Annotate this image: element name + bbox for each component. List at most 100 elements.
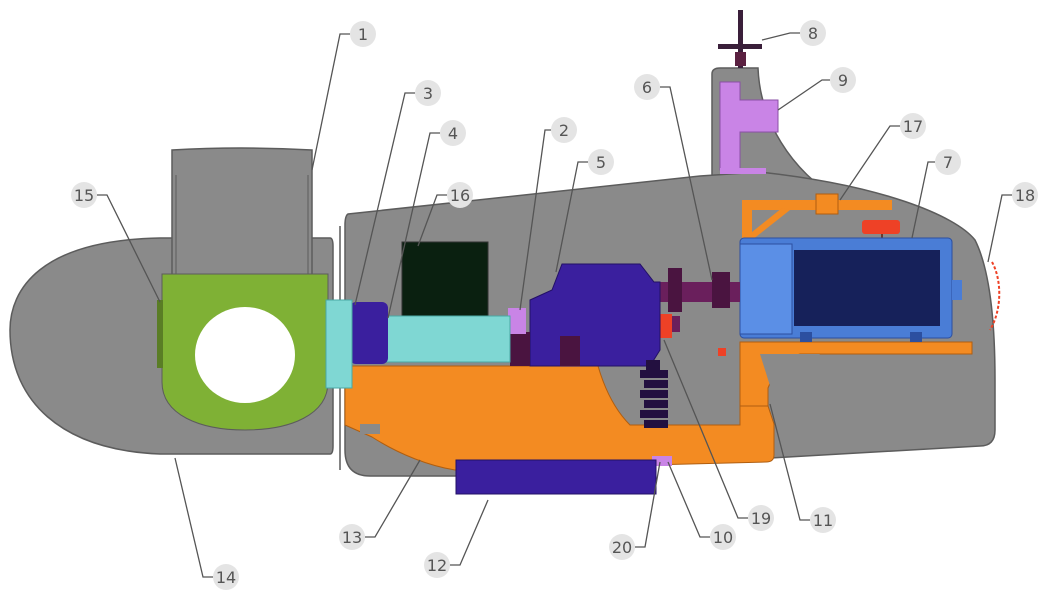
callout-circle [213,564,239,590]
callout-17: 17 [900,113,926,139]
tower-flange [455,459,657,495]
leader-9 [777,79,830,111]
leader-2 [519,129,551,311]
low-speed-shaft [379,315,511,363]
callout-circle [900,113,926,139]
callout-18: 18 [1012,182,1038,208]
shaft-bearing [350,302,388,364]
callout-circle [440,120,466,146]
callout-circle [830,67,856,93]
callout-circle [634,74,660,100]
callout-label: 1 [358,25,368,44]
callout-circle [350,21,376,47]
callout-2: 2 [551,117,577,143]
leader-6 [660,86,713,281]
leader-3 [354,92,415,306]
callout-circle [1012,182,1038,208]
bedplate [344,365,775,471]
callout-8: 8 [800,20,826,46]
wind-sensor-mast [738,10,743,68]
coupling-right [712,272,730,308]
yaw-bearing [720,168,766,174]
leader-8 [761,32,800,41]
callout-11: 11 [810,507,836,533]
callout-circle [810,507,836,533]
callout-12: 12 [424,552,450,578]
leader-14 [174,457,213,578]
callout-label: 10 [713,528,733,547]
callout-circle [588,149,614,175]
hub-flange [157,300,163,368]
callout-20: 20 [609,534,635,560]
hub-opening [195,307,295,403]
callout-label: 5 [596,153,606,172]
leader-12 [450,499,489,566]
callout-label: 15 [74,186,94,205]
callout-label: 20 [612,538,632,557]
callout-3: 3 [415,80,441,106]
callout-9: 9 [830,67,856,93]
generator-frame-brace [760,354,820,392]
blade [171,147,313,291]
leader-17 [839,125,900,201]
callout-15: 15 [71,182,97,208]
callout-1: 1 [350,21,376,47]
leader-18 [987,194,1012,263]
callout-label: 3 [423,84,433,103]
callout-circle [424,552,450,578]
callout-label: 9 [838,71,848,90]
gearbox-foot [560,336,580,366]
callout-circle [71,182,97,208]
callout-label: 13 [342,528,362,547]
callout-label: 7 [943,153,953,172]
callout-5: 5 [588,149,614,175]
callout-label: 4 [448,124,458,143]
callout-16: 16 [447,182,473,208]
callout-13: 13 [339,524,365,550]
callout-label: 16 [450,186,470,205]
callout-label: 8 [808,24,818,43]
callout-7: 7 [935,149,961,175]
crane-hook-block [815,193,839,215]
generator-fins [794,250,940,326]
callout-circle [551,117,577,143]
yaw-gear-stack [640,360,668,428]
callout-label: 11 [813,511,833,530]
callout-circle [415,80,441,106]
leader-20 [635,461,661,548]
leader-16 [417,194,447,247]
callout-19: 19 [748,505,774,531]
coupling-left [668,268,682,312]
leader-15 [97,194,161,303]
callout-circle [609,534,635,560]
generator-foot [910,332,922,342]
callout-label: 2 [559,121,569,140]
callout-label: 14 [216,568,236,587]
leader-10 [667,461,710,538]
callout-label: 19 [751,509,771,528]
gearbox-foot [510,332,530,366]
leader-5 [555,161,588,273]
crane-brace [752,208,790,240]
callout-6: 6 [634,74,660,100]
callout-4: 4 [440,120,466,146]
callout-circle [447,182,473,208]
brake-caliper [672,316,680,332]
yaw-brake [652,456,672,466]
bedplate-notch [360,424,380,434]
leader-4 [387,132,440,319]
callout-label: 6 [642,78,652,97]
crane-post [742,206,752,252]
generator-foot [800,332,812,342]
sensor-detail [718,348,726,356]
callout-circle [710,524,736,550]
controller-cabinet [401,241,489,321]
callout-circle [800,20,826,46]
hub-shaft-flange [325,299,353,389]
crane-trolley [862,220,900,234]
cooling-element [989,261,1001,331]
leader-lines [97,32,1012,578]
wind-sensor-vane [718,44,762,49]
